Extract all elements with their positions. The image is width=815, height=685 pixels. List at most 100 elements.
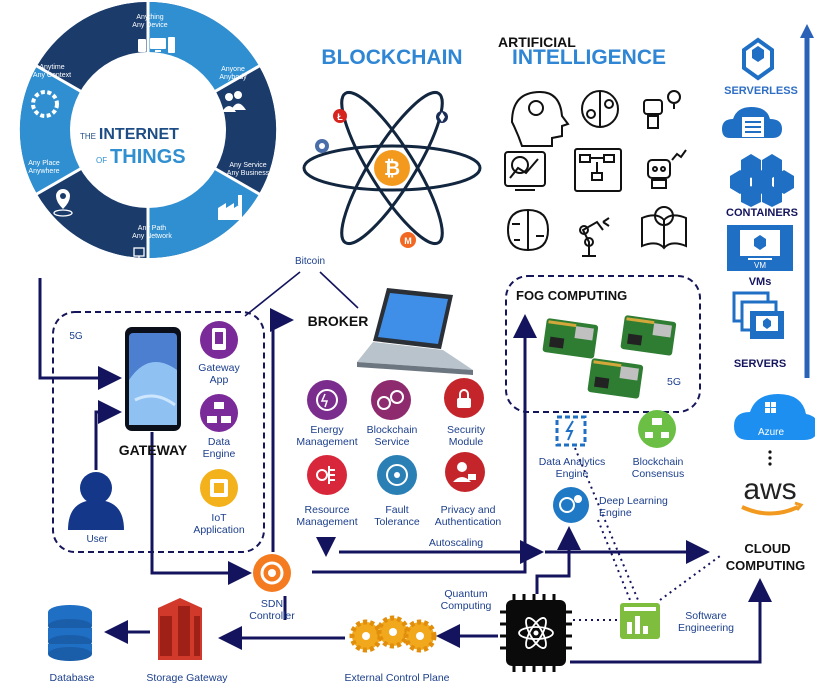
- iot-title-things: THINGS: [110, 146, 186, 168]
- servers-icon: [732, 291, 784, 339]
- clock-icon: [31, 90, 59, 118]
- monero-icon: M: [400, 232, 416, 248]
- sdn-controller-icon: [253, 554, 291, 592]
- dotted-links: [573, 447, 721, 621]
- flowchart-icon: [574, 148, 622, 192]
- gateway-title: GATEWAY: [118, 442, 188, 458]
- user-label: User: [86, 534, 108, 545]
- privacy-authentication-icon: [445, 452, 485, 492]
- iot-title-line2: OF THINGS: [96, 146, 226, 168]
- user-icon: [68, 472, 124, 530]
- ripple-icon: [315, 139, 329, 153]
- serverless-label: SERVERLESS: [724, 85, 798, 97]
- database-label: Database: [49, 672, 95, 684]
- storage-gateway-label: Storage Gateway: [146, 672, 228, 684]
- gears-icon: [349, 615, 437, 653]
- iot-title-internet: INTERNET: [98, 126, 179, 143]
- cloud-computing-line2: COMPUTING: [725, 558, 806, 573]
- iot-ring: [19, 0, 277, 260]
- autoscaling-label: Autoscaling: [428, 537, 484, 549]
- fog-5g-label: 5G: [666, 376, 681, 388]
- analytics-screen-icon: [504, 151, 546, 191]
- bitcoin-label: Bitcoin: [294, 256, 325, 267]
- vm-icon: [727, 225, 793, 271]
- litecoin-icon: Ł: [333, 109, 347, 123]
- fog-box: [505, 275, 701, 413]
- blockchain-atom: [302, 90, 482, 246]
- azure-cloud-icon: [734, 394, 815, 440]
- robot-bulb-icon: [643, 90, 681, 129]
- ai-icons: [504, 90, 687, 257]
- brain-gear-icon: [581, 90, 619, 128]
- gateway-5g-label: 5G: [69, 331, 83, 342]
- database-icon: [48, 605, 92, 661]
- circuit-brain-icon: [506, 208, 550, 252]
- fog-computing-title: FOG COMPUTING: [516, 288, 628, 303]
- serverless-icon: [742, 37, 774, 81]
- servers-label: SERVERS: [733, 358, 787, 370]
- broker-title: BROKER: [307, 313, 369, 329]
- iot-title-of: OF: [96, 156, 108, 165]
- ai-title-line1: ARTIFICIAL: [498, 34, 576, 50]
- cloud-stack-icons: [722, 24, 815, 516]
- robot-arm-icon: [579, 217, 610, 257]
- storage-gateway-icon: [158, 598, 202, 660]
- data-analytics-engine-icon: [555, 415, 587, 447]
- network-icon: [133, 247, 161, 269]
- raspberry-pi-boards: [542, 315, 677, 399]
- robot-chart-icon: [647, 149, 687, 189]
- ethereum-icon: [436, 111, 448, 123]
- svg-text:₿: ₿: [384, 158, 400, 180]
- svg-text:M: M: [404, 236, 412, 246]
- laptop-icon: [357, 288, 473, 375]
- svg-text:Ł: Ł: [337, 112, 343, 122]
- gateway-app-icon: [200, 321, 238, 359]
- iot-title: THE INTERNET: [80, 126, 216, 143]
- data-engine-icon: [200, 394, 238, 432]
- gateway-box: [52, 311, 265, 553]
- location-pin-icon: [53, 189, 73, 217]
- external-control-plane-label: External Control Plane: [344, 672, 450, 684]
- people-icon: [222, 91, 246, 112]
- aws-smile-icon: [741, 505, 799, 516]
- energy-management-icon: [307, 380, 347, 420]
- iot-title-prefix: THE: [80, 132, 96, 141]
- factory-icon: [218, 195, 242, 220]
- containers-label: CONTAINERS: [726, 207, 798, 219]
- iot-application-icon: [200, 469, 238, 507]
- resource-management-icon: [307, 455, 347, 495]
- aws-label: aws: [743, 473, 797, 506]
- connector-lines: [38, 278, 772, 664]
- brain-head-icon: [510, 90, 570, 147]
- blockchain-title: BLOCKCHAIN: [321, 46, 463, 69]
- fault-tolerance-icon: [377, 455, 417, 495]
- security-module-icon: [444, 378, 484, 418]
- bitcoin-link-lines: [244, 271, 359, 317]
- bitcoin-icon: ₿: [374, 150, 410, 186]
- book-brain-icon: [641, 206, 687, 250]
- blockchain-service-icon: [371, 380, 411, 420]
- devices-icon: [138, 37, 175, 53]
- blockchain-consensus-icon: [638, 410, 676, 448]
- deep-learning-engine-icon: [553, 487, 589, 523]
